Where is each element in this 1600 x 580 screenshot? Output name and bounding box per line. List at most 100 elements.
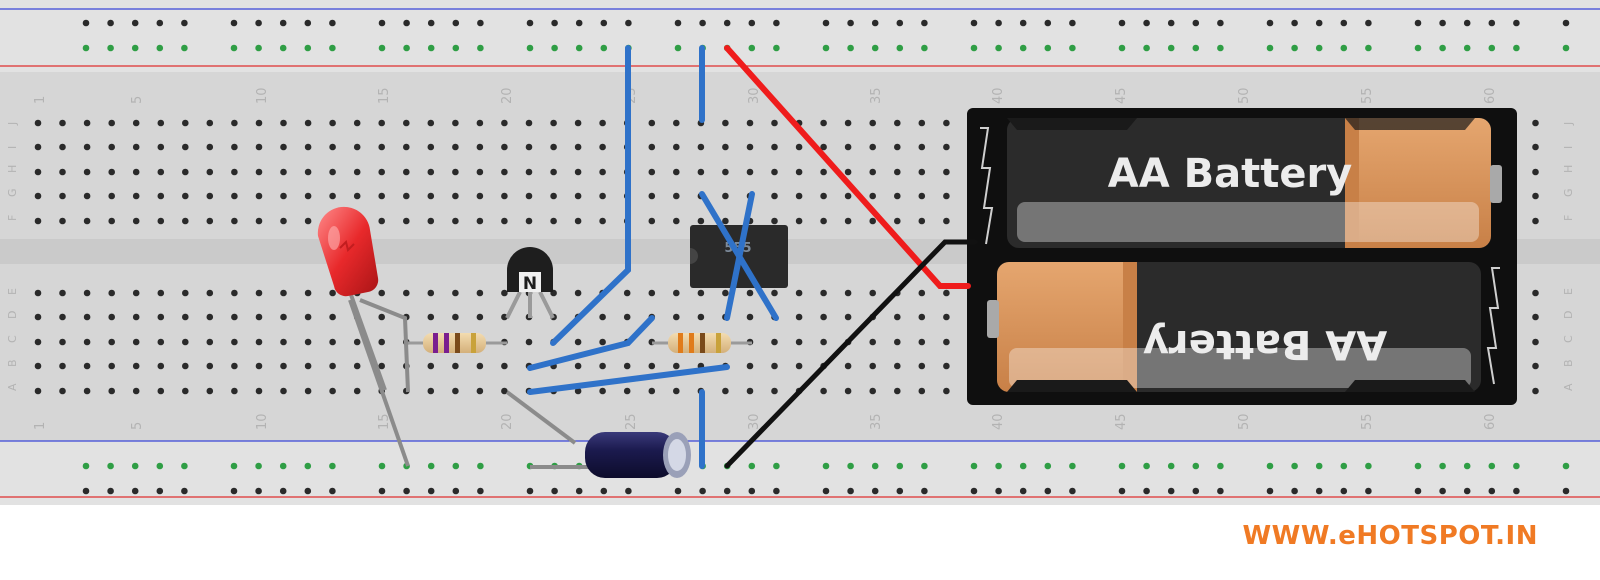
breadboard-hole[interactable] bbox=[648, 168, 656, 176]
power-rail-hole[interactable] bbox=[452, 19, 460, 27]
breadboard-hole[interactable] bbox=[157, 217, 165, 225]
power-rail-hole[interactable] bbox=[871, 487, 879, 495]
power-rail-hole[interactable] bbox=[674, 19, 682, 27]
breadboard-hole[interactable] bbox=[182, 168, 189, 176]
breadboard-hole[interactable] bbox=[501, 168, 508, 176]
breadboard-hole[interactable] bbox=[329, 387, 336, 395]
breadboard-hole[interactable] bbox=[771, 192, 778, 200]
breadboard-hole[interactable] bbox=[452, 119, 459, 127]
breadboard-hole[interactable] bbox=[182, 338, 189, 346]
power-rail-hole[interactable] bbox=[723, 19, 731, 27]
power-rail-hole[interactable] bbox=[1217, 19, 1224, 27]
breadboard-hole[interactable] bbox=[34, 143, 42, 151]
breadboard-hole[interactable] bbox=[427, 119, 435, 127]
breadboard-hole[interactable] bbox=[427, 313, 435, 321]
power-rail-hole[interactable] bbox=[575, 44, 583, 52]
power-rail-hole[interactable] bbox=[748, 19, 756, 27]
breadboard-hole[interactable] bbox=[943, 168, 950, 176]
breadboard-hole[interactable] bbox=[83, 338, 91, 346]
breadboard-hole[interactable] bbox=[59, 362, 66, 370]
power-rail-hole[interactable] bbox=[427, 44, 435, 52]
breadboard-hole[interactable] bbox=[206, 338, 214, 346]
breadboard-hole[interactable] bbox=[869, 217, 876, 225]
power-rail-hole[interactable] bbox=[995, 487, 1002, 495]
power-rail-hole[interactable] bbox=[995, 462, 1002, 470]
breadboard-hole[interactable] bbox=[820, 192, 827, 200]
breadboard-hole[interactable] bbox=[918, 387, 926, 395]
breadboard-hole[interactable] bbox=[869, 362, 876, 370]
power-rail-hole[interactable] bbox=[600, 487, 608, 495]
breadboard-hole[interactable] bbox=[501, 387, 508, 395]
power-rail-hole[interactable] bbox=[477, 487, 484, 495]
power-rail-hole[interactable] bbox=[526, 19, 534, 27]
breadboard-hole[interactable] bbox=[132, 387, 140, 395]
breadboard-hole[interactable] bbox=[206, 289, 214, 297]
breadboard-hole[interactable] bbox=[280, 119, 287, 127]
breadboard-hole[interactable] bbox=[771, 387, 778, 395]
power-rail-hole[interactable] bbox=[1192, 487, 1200, 495]
breadboard-hole[interactable] bbox=[894, 119, 901, 127]
breadboard-hole[interactable] bbox=[722, 119, 729, 127]
power-rail-hole[interactable] bbox=[1069, 19, 1076, 27]
power-rail-hole[interactable] bbox=[871, 19, 879, 27]
breadboard-hole[interactable] bbox=[353, 168, 361, 176]
breadboard-hole[interactable] bbox=[378, 168, 386, 176]
power-rail-hole[interactable] bbox=[1291, 19, 1298, 27]
breadboard-hole[interactable] bbox=[353, 119, 361, 127]
power-rail-hole[interactable] bbox=[1019, 487, 1027, 495]
power-rail-hole[interactable] bbox=[896, 487, 904, 495]
breadboard-hole[interactable] bbox=[157, 143, 165, 151]
breadboard-hole[interactable] bbox=[427, 143, 435, 151]
power-rail-hole[interactable] bbox=[1044, 462, 1052, 470]
breadboard-hole[interactable] bbox=[476, 289, 484, 297]
breadboard-hole[interactable] bbox=[452, 387, 459, 395]
breadboard-hole[interactable] bbox=[599, 143, 606, 151]
breadboard-hole[interactable] bbox=[943, 217, 950, 225]
breadboard-hole[interactable] bbox=[255, 119, 263, 127]
power-rail-hole[interactable] bbox=[403, 19, 410, 27]
power-rail-hole[interactable] bbox=[773, 44, 780, 52]
power-rail-hole[interactable] bbox=[156, 44, 164, 52]
power-rail-hole[interactable] bbox=[1488, 462, 1496, 470]
power-rail-hole[interactable] bbox=[896, 44, 904, 52]
breadboard-hole[interactable] bbox=[795, 217, 803, 225]
power-rail-hole[interactable] bbox=[526, 44, 534, 52]
breadboard-hole[interactable] bbox=[943, 362, 950, 370]
breadboard-hole[interactable] bbox=[525, 168, 533, 176]
breadboard-hole[interactable] bbox=[83, 362, 91, 370]
breadboard-hole[interactable] bbox=[206, 362, 214, 370]
power-rail-hole[interactable] bbox=[773, 487, 780, 495]
breadboard-hole[interactable] bbox=[894, 313, 901, 321]
npn-transistor[interactable]: N bbox=[505, 247, 555, 319]
breadboard-hole[interactable] bbox=[59, 313, 66, 321]
power-rail-hole[interactable] bbox=[1315, 487, 1323, 495]
breadboard-hole[interactable] bbox=[844, 168, 852, 176]
power-rail-hole[interactable] bbox=[427, 487, 435, 495]
power-rail-hole[interactable] bbox=[748, 462, 756, 470]
breadboard-hole[interactable] bbox=[132, 192, 140, 200]
breadboard-hole[interactable] bbox=[476, 192, 484, 200]
power-rail-hole[interactable] bbox=[1488, 44, 1496, 52]
breadboard-hole[interactable] bbox=[157, 289, 165, 297]
power-rail-hole[interactable] bbox=[156, 487, 164, 495]
power-rail-hole[interactable] bbox=[1365, 44, 1372, 52]
power-rail-hole[interactable] bbox=[1513, 19, 1520, 27]
breadboard-hole[interactable] bbox=[157, 119, 165, 127]
breadboard-hole[interactable] bbox=[501, 362, 508, 370]
breadboard-hole[interactable] bbox=[844, 313, 852, 321]
power-rail-hole[interactable] bbox=[1266, 487, 1274, 495]
breadboard-hole[interactable] bbox=[1532, 338, 1539, 346]
breadboard-hole[interactable] bbox=[329, 313, 336, 321]
power-rail-hole[interactable] bbox=[1562, 44, 1570, 52]
power-rail-hole[interactable] bbox=[1315, 462, 1323, 470]
breadboard-hole[interactable] bbox=[280, 289, 287, 297]
breadboard-hole[interactable] bbox=[869, 168, 876, 176]
breadboard-hole[interactable] bbox=[673, 143, 680, 151]
power-rail-hole[interactable] bbox=[1266, 19, 1274, 27]
power-rail-hole[interactable] bbox=[131, 19, 139, 27]
power-rail-hole[interactable] bbox=[1414, 487, 1422, 495]
breadboard-hole[interactable] bbox=[83, 143, 91, 151]
power-rail-hole[interactable] bbox=[255, 462, 262, 470]
breadboard-hole[interactable] bbox=[132, 313, 140, 321]
breadboard-hole[interactable] bbox=[329, 168, 336, 176]
